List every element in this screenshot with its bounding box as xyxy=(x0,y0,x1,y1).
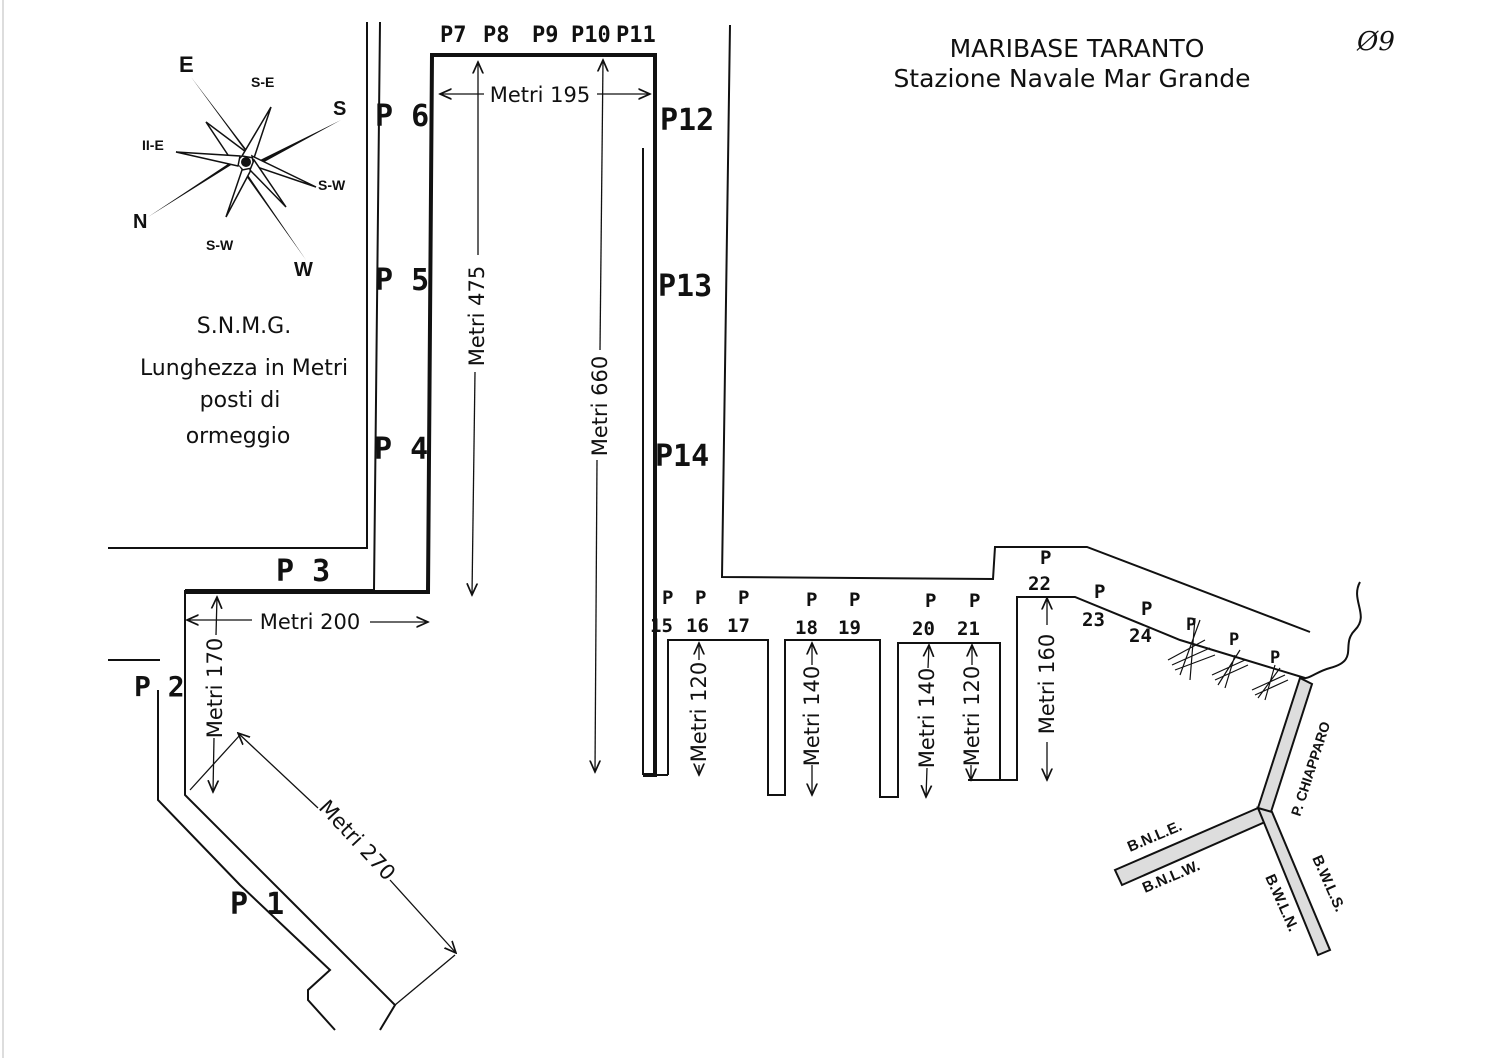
berth-p20-letter: P xyxy=(925,590,936,612)
berth-p23-letter: P xyxy=(1094,581,1105,603)
legend-line2: Lunghezza in Metri xyxy=(140,356,348,381)
berth-p3: P 3 xyxy=(276,554,330,589)
berth-p17-letter: P xyxy=(738,587,749,609)
berth-p5: P 5 xyxy=(375,263,429,298)
berth-p16-letter: P xyxy=(695,587,706,609)
compass-sw-right: S-W xyxy=(318,177,346,193)
page-mark: Ø9 xyxy=(1356,27,1395,57)
compass-sw-bottom: S-W xyxy=(206,237,234,253)
compass-rose-icon xyxy=(148,77,341,260)
map-title: MARIBASE TARANTO xyxy=(950,34,1205,63)
berth-p23-number: 23 xyxy=(1082,609,1105,631)
berth-p20-number: 20 xyxy=(912,618,935,640)
berth-p21-number: 21 xyxy=(957,618,980,640)
legend-line4: ormeggio xyxy=(186,424,291,449)
berth-p18-letter: P xyxy=(806,589,817,611)
berth-p19-letter: P xyxy=(849,589,860,611)
dimension-195: Metri 195 xyxy=(490,83,591,107)
dimension-140-b: Metri 140 xyxy=(915,668,939,769)
berth-p19-number: 19 xyxy=(838,617,861,639)
compass-s: S xyxy=(333,98,346,120)
berth-p12: P12 xyxy=(660,103,714,138)
berth-p6: P 6 xyxy=(375,99,429,134)
berth-p8: P8 xyxy=(483,23,510,48)
berth-p9: P9 xyxy=(532,23,559,48)
berth-p14: P14 xyxy=(655,439,709,474)
berth-p2: P 2 xyxy=(134,670,185,703)
berth-p24-letter: P xyxy=(1141,598,1152,620)
berth-p26-letter: P xyxy=(1229,630,1239,650)
berth-p1: P 1 xyxy=(230,887,284,922)
label-bwls: B.W.L.S. xyxy=(1308,853,1348,915)
quay-outline xyxy=(108,21,1362,1031)
dimension-270: Metri 270 xyxy=(314,795,400,885)
compass-w: W xyxy=(294,259,313,281)
dimension-170: Metri 170 xyxy=(203,638,227,739)
berth-p18-number: 18 xyxy=(795,617,818,639)
dimension-475: Metri 475 xyxy=(465,266,489,367)
berth-p7: P7 xyxy=(440,23,467,48)
berth-p25-letter: P xyxy=(1186,615,1196,635)
berth-p21-letter: P xyxy=(969,590,980,612)
dimension-660: Metri 660 xyxy=(588,356,612,457)
scribble-marks xyxy=(1167,617,1289,701)
compass-e: E xyxy=(179,52,194,77)
legend-line3: posti di xyxy=(200,388,281,413)
berth-p24-number: 24 xyxy=(1129,625,1152,647)
berth-p15-letter: P xyxy=(662,587,673,609)
berth-p11: P11 xyxy=(616,23,656,48)
compass-se: S-E xyxy=(251,74,274,90)
compass-n: N xyxy=(133,211,147,233)
berth-p22-letter: P xyxy=(1040,547,1051,569)
berth-p4: P 4 xyxy=(374,432,428,467)
legend-line1: S.N.M.G. xyxy=(197,314,291,339)
dimension-140-a: Metri 140 xyxy=(800,666,824,767)
breakwater-bwl xyxy=(1256,806,1332,957)
berth-p16-number: 16 xyxy=(686,615,709,637)
dimension-120-b: Metri 120 xyxy=(960,666,984,767)
dimension-160: Metri 160 xyxy=(1035,634,1059,735)
compass-ne: II-E xyxy=(142,137,164,153)
berth-p10: P10 xyxy=(571,23,611,48)
berth-p15-number: 15 xyxy=(650,615,673,637)
map-subtitle: Stazione Navale Mar Grande xyxy=(893,64,1250,93)
dimension-lines xyxy=(187,60,1047,1006)
dimension-200: Metri 200 xyxy=(260,610,361,634)
berth-p27-letter: P xyxy=(1270,648,1280,668)
dimension-120-a: Metri 120 xyxy=(687,662,711,763)
berth-p13: P13 xyxy=(658,269,712,304)
berth-p17-number: 17 xyxy=(727,615,750,637)
berth-p22-number: 22 xyxy=(1028,573,1051,595)
